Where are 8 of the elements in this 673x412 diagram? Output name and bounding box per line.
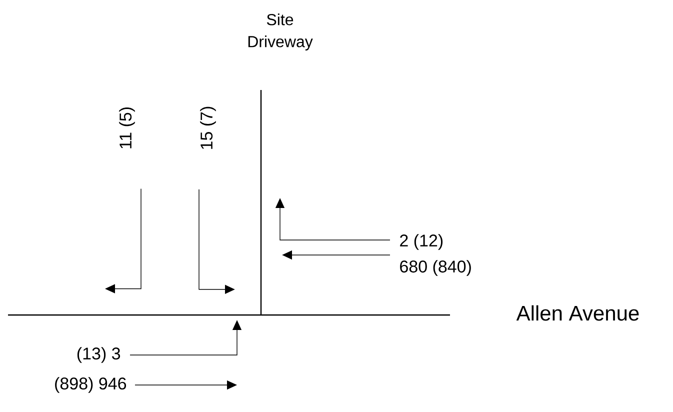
volume-label: 680 (840) — [400, 260, 471, 276]
volume-label: (898) 946 — [55, 377, 126, 393]
volume-label: (13) 3 — [77, 347, 120, 363]
volume-label: 11 (5) — [119, 108, 135, 148]
street-name: Allen Avenue — [516, 305, 639, 321]
street-name: Site Driveway — [248, 14, 313, 50]
volume-label: 15 (7) — [200, 106, 216, 149]
volume-label: 2 (12) — [400, 234, 443, 250]
